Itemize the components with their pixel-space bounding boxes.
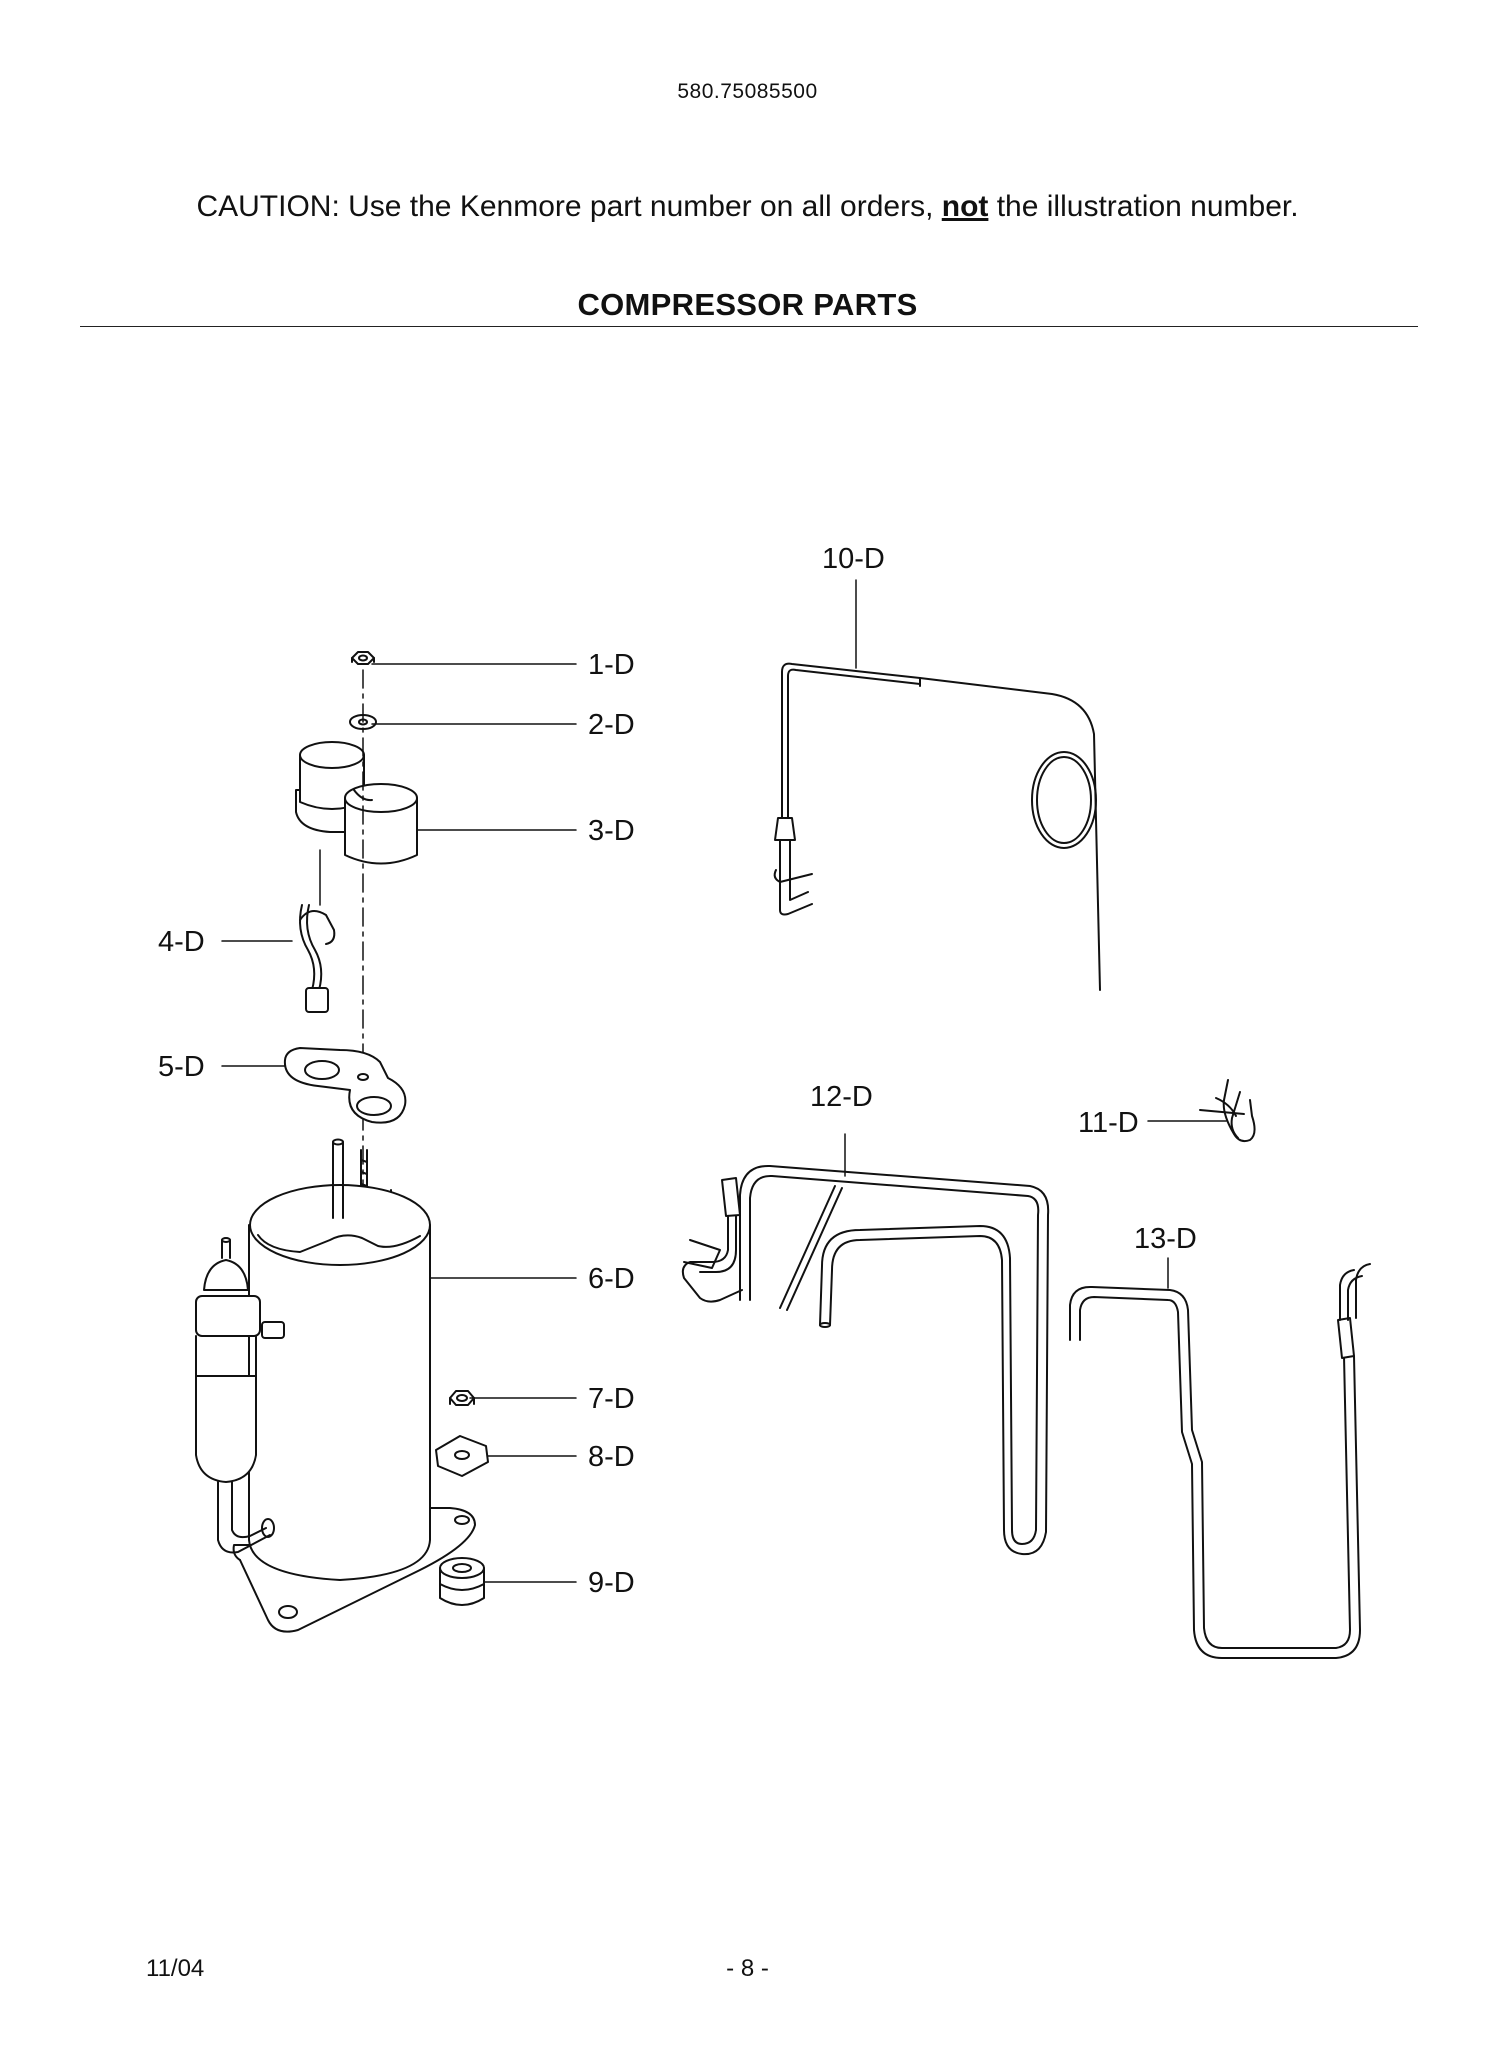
part-discharge-tube-icon (681, 1164, 1050, 1556)
callout-4d: 4-D (158, 926, 205, 958)
part-wire-harness-icon (299, 904, 336, 1013)
callout-1d: 1-D (588, 649, 635, 681)
callout-13d: 13-D (1134, 1223, 1197, 1255)
part-mount-nut-icon (449, 1390, 475, 1406)
callout-5d: 5-D (158, 1051, 205, 1083)
part-capillary-tube-icon (773, 662, 1101, 991)
section-title: COMPRESSOR PARTS (577, 287, 918, 322)
leader-lines (221, 579, 1227, 1583)
part-clip-icon (1199, 1079, 1256, 1143)
part-nut-icon (351, 651, 375, 665)
callout-11d: 11-D (1078, 1107, 1139, 1139)
part-bracket-icon (283, 1047, 407, 1124)
part-capacitor-icon (295, 741, 418, 865)
callout-7d: 7-D (588, 1383, 635, 1415)
part-suction-tube-icon (1069, 1263, 1371, 1659)
callout-6d: 6-D (588, 1263, 635, 1295)
part-grommet-icon (439, 1557, 485, 1606)
callout-3d: 3-D (588, 815, 635, 847)
callout-labels: 1-D 2-D 3-D 4-D 5-D 6-D 7-D 8-D 9-D 10-D… (158, 543, 1197, 1599)
callout-12d: 12-D (810, 1081, 873, 1113)
caution-note: CAUTION: Use the Kenmore part number on … (0, 190, 1495, 224)
page-number: - 8 - (726, 1955, 769, 1982)
caution-suffix: the illustration number. (988, 190, 1299, 223)
footer-date: 11/04 (146, 1955, 205, 1982)
document-number: 580.75085500 (677, 80, 818, 103)
title-rule (80, 326, 1418, 327)
caution-emphasis: not (941, 190, 989, 223)
callout-9d: 9-D (588, 1567, 635, 1599)
part-compressor-icon (195, 1138, 476, 1633)
callout-2d: 2-D (588, 709, 635, 741)
callout-10d: 10-D (822, 543, 885, 575)
part-mount-plate-icon (435, 1435, 489, 1477)
callout-8d: 8-D (588, 1441, 635, 1473)
caution-prefix: CAUTION: Use the Kenmore part number on … (196, 190, 942, 223)
